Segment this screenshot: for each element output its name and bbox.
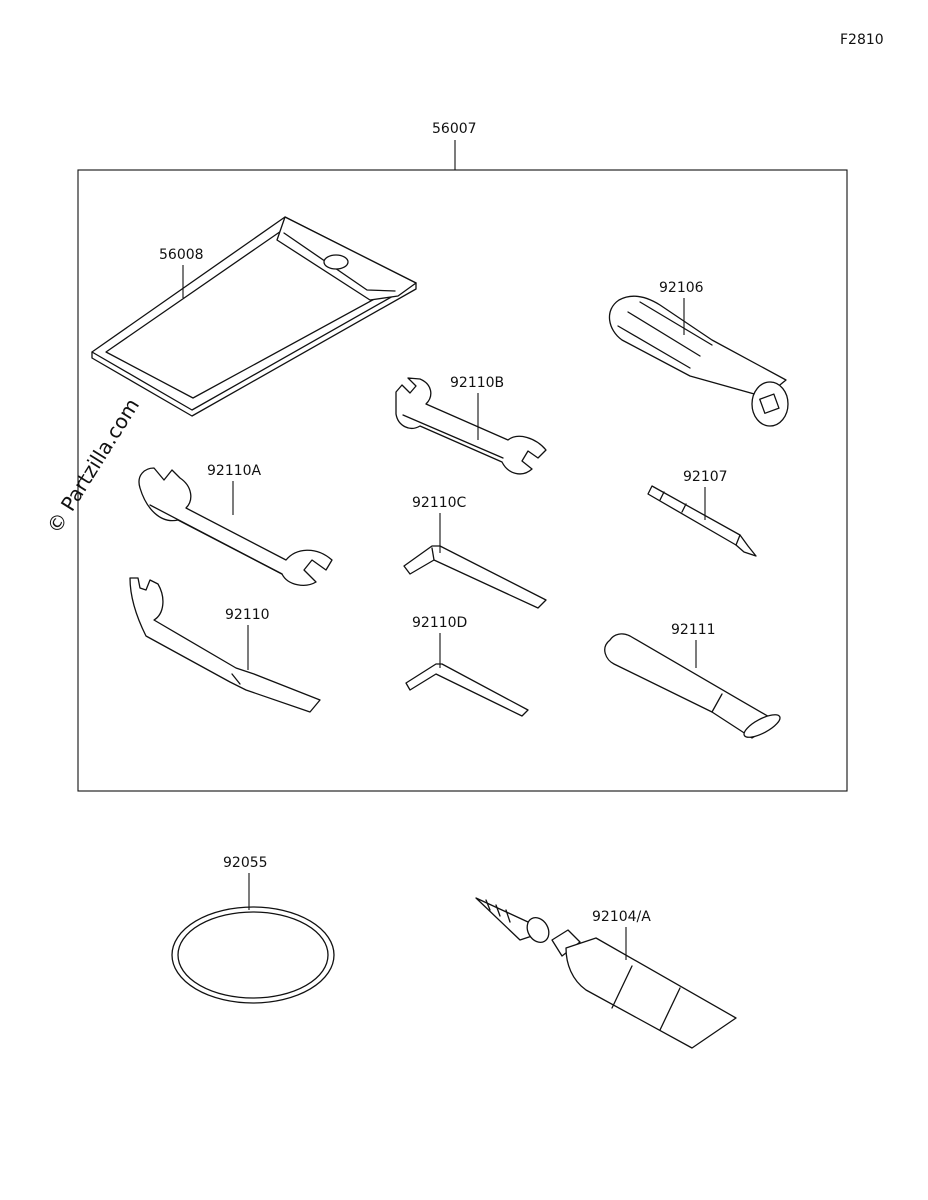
kit-group-box (77, 169, 848, 792)
part-label-92110C[interactable]: 92110C (412, 495, 467, 511)
part-label-92111[interactable]: 92111 (671, 622, 716, 638)
hex-key-92110d-icon[interactable] (405, 663, 529, 717)
part-label-92110A[interactable]: 92110A (207, 463, 262, 479)
screwdriver-handle-icon[interactable] (608, 295, 789, 427)
hook-spanner-icon[interactable] (129, 577, 321, 713)
part-label-92107[interactable]: 92107 (683, 469, 728, 485)
figure-code: F2810 (840, 32, 884, 48)
o-ring-band-icon[interactable] (171, 906, 335, 1004)
kit-group-label[interactable]: 56007 (432, 121, 477, 137)
part-label-92055[interactable]: 92055 (223, 855, 268, 871)
tool-pouch-icon[interactable] (91, 216, 417, 417)
part-label-56008[interactable]: 56008 (159, 247, 204, 263)
hex-key-92110c-icon[interactable] (403, 545, 547, 609)
watermark: © Partzilla.com (42, 394, 144, 538)
wrench-92110a-icon[interactable] (138, 467, 333, 586)
svg-text:© Partzilla.com: © Partzilla.com (42, 394, 144, 538)
part-label-92110B[interactable]: 92110B (450, 375, 504, 391)
part-label-92104A[interactable]: 92104/A (592, 909, 651, 925)
part-label-92106[interactable]: 92106 (659, 280, 704, 296)
part-label-92110[interactable]: 92110 (225, 607, 270, 623)
extension-tube-icon[interactable] (604, 633, 783, 742)
grease-tube-icon[interactable] (475, 897, 737, 1049)
part-label-92110D[interactable]: 92110D (412, 615, 467, 631)
wrench-92110b-icon[interactable] (395, 377, 547, 475)
screwdriver-bit-icon[interactable] (647, 485, 757, 557)
